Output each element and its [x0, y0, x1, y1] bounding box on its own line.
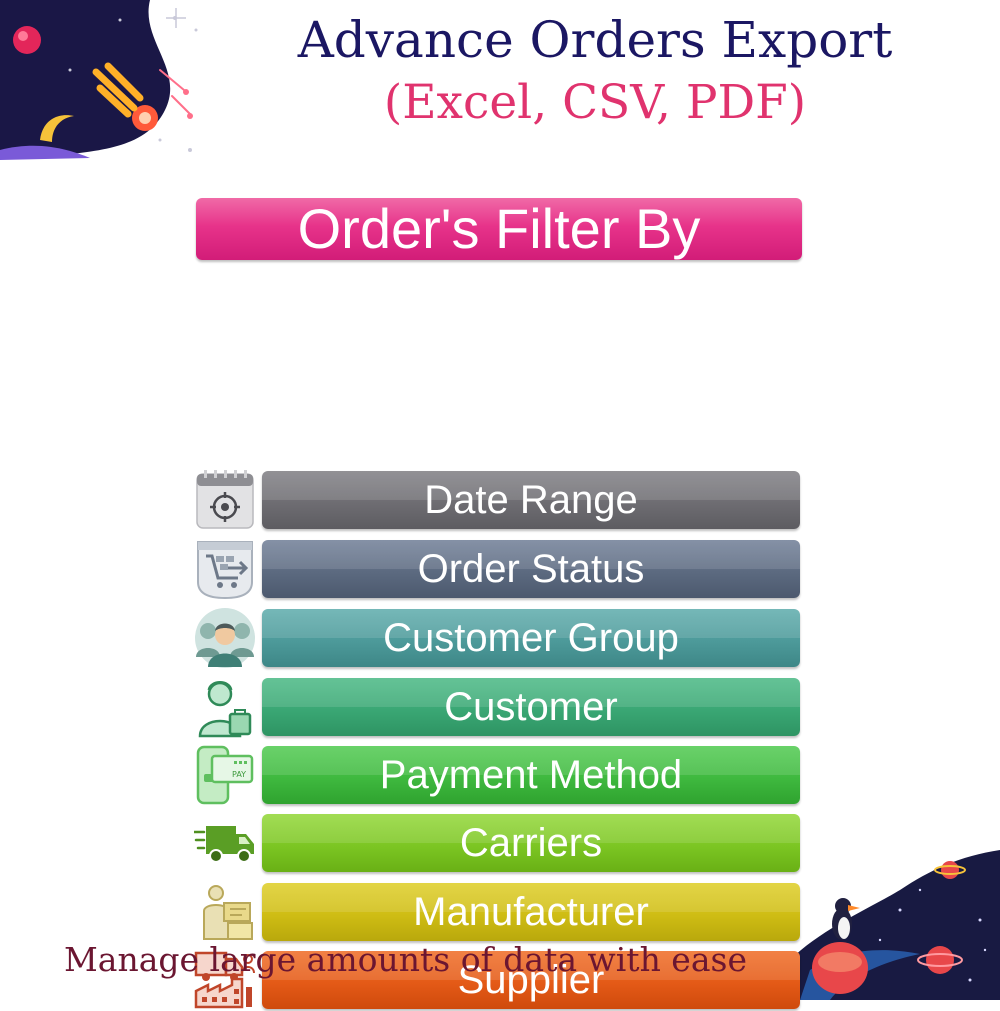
filter-row-carriers[interactable]: Carriers: [194, 812, 806, 874]
tagline: Manage large amounts of data with ease: [64, 940, 747, 979]
cart-status-icon: [194, 538, 256, 600]
header: Advance Orders Export (Excel, CSV, PDF): [200, 8, 990, 134]
filter-label-date-range: Date Range: [262, 471, 800, 529]
svg-text:PAY: PAY: [232, 770, 246, 779]
page-title: Advance Orders Export: [297, 11, 893, 69]
puffin-figure: [832, 898, 860, 940]
filter-row-customer-group[interactable]: Customer Group: [194, 607, 806, 669]
customer-icon: [194, 676, 256, 738]
space-decoration-top-left: [0, 0, 198, 160]
filter-heading: Order's Filter By: [196, 198, 802, 260]
phone-pay-icon: PAY: [194, 744, 256, 806]
calendar-target-icon: [194, 469, 256, 531]
filter-row-order-status[interactable]: Order Status: [194, 538, 806, 600]
filter-row-date-range[interactable]: Date Range: [194, 469, 806, 531]
manufacturer-icon: [194, 881, 256, 943]
filter-label-carriers: Carriers: [262, 814, 800, 872]
filter-label-manufacturer: Manufacturer: [262, 883, 800, 941]
page-subtitle: (Excel, CSV, PDF): [383, 75, 807, 130]
filter-label-payment-method: Payment Method: [262, 746, 800, 804]
filter-label-order-status: Order Status: [262, 540, 800, 598]
filter-row-payment-method[interactable]: PAY Payment Method: [194, 744, 806, 806]
delivery-truck-icon: [194, 812, 256, 874]
filter-row-manufacturer[interactable]: Manufacturer: [194, 881, 806, 943]
filter-row-customer[interactable]: Customer: [194, 676, 806, 738]
space-decoration-bottom-right: [781, 850, 1000, 1000]
filter-label-supplier: Supplier: [262, 951, 800, 1009]
customer-group-icon: [194, 607, 256, 669]
filter-label-customer: Customer: [262, 678, 800, 736]
filter-row-supplier[interactable]: Supplier: [194, 949, 806, 1011]
filter-label-customer-group: Customer Group: [262, 609, 800, 667]
